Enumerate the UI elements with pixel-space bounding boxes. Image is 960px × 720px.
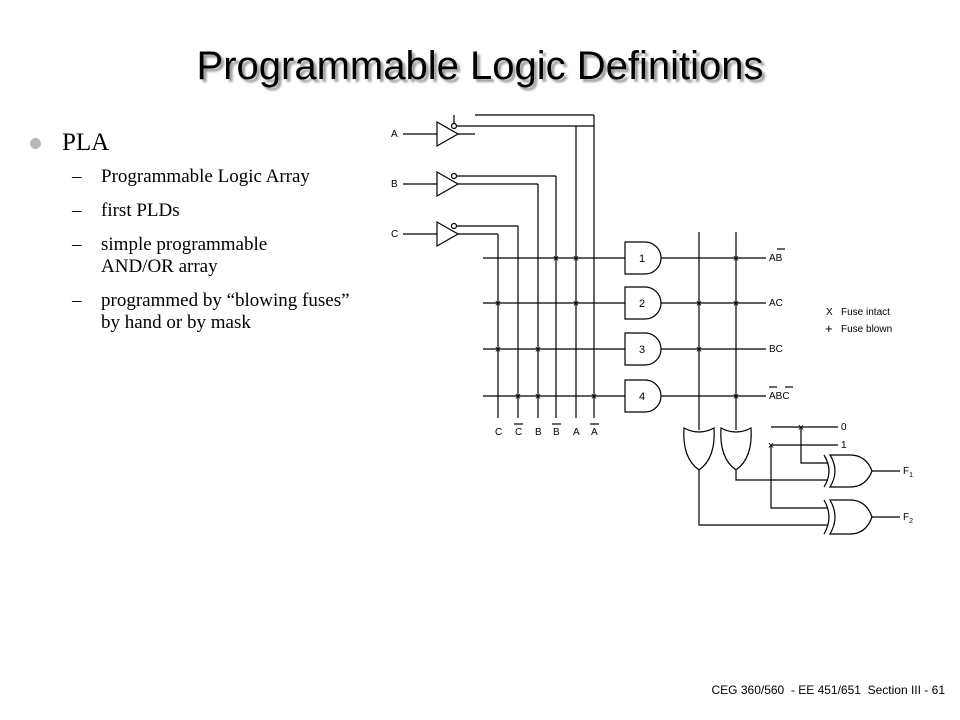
input-label-a: A xyxy=(391,129,398,140)
and-gate-3: 3 xyxy=(624,332,662,366)
xor-control-lines: 0 1 xyxy=(770,422,847,509)
or-plane-columns xyxy=(698,232,737,430)
sub-bullet-text: Programmable Logic Array xyxy=(101,166,310,187)
input-b: B xyxy=(391,179,437,190)
input-column-lines xyxy=(497,115,595,418)
buffer-inverter-a xyxy=(436,114,594,148)
and-gate-2: 2 xyxy=(624,286,662,320)
fuse-intact-icon: × xyxy=(768,440,774,452)
sub-bullet-text: first PLDs xyxy=(101,200,180,221)
term-label-3: BC xyxy=(769,344,783,355)
and-gate-number: 2 xyxy=(639,298,645,310)
and-gate-4: 4 xyxy=(624,379,662,413)
bullet-pla: PLA xyxy=(28,128,388,158)
fuse-intact-icon: × xyxy=(733,253,739,265)
fuse-blown-legend-text: Fuse blown xyxy=(841,324,892,335)
slide-footer: CEG 360/560 - EE 451/651 Section III - 6… xyxy=(711,683,945,697)
sub-bullet-text: programmed by “blowing fuses” by hand or… xyxy=(101,290,350,333)
column-label-a-bar: A xyxy=(591,427,598,438)
sub-bullet-text: simple programmable AND/OR array xyxy=(101,234,268,277)
fuse-intact-icon: × xyxy=(696,344,702,356)
fuse-intact-icon: × xyxy=(553,253,559,265)
or-gate-2 xyxy=(720,427,752,471)
fuse-legend: X Fuse intact + Fuse blown xyxy=(825,307,892,336)
control-label-0: 0 xyxy=(841,422,847,433)
fuse-intact-icon: × xyxy=(573,253,579,265)
fuse-intact-marks: × × × × × × × × × × × × × × × × xyxy=(495,253,804,452)
column-label-b: B xyxy=(535,427,542,438)
xor-gate-1 xyxy=(823,454,900,488)
fuse-intact-icon: × xyxy=(696,298,702,310)
input-label-b: B xyxy=(391,179,398,190)
output-label-f1: F1 xyxy=(903,466,913,479)
sub-bullet: –Programmable Logic Array xyxy=(72,166,310,187)
and-gate-number: 1 xyxy=(639,253,645,265)
or-to-xor-wires xyxy=(698,470,828,526)
sub-bullet: –first PLDs xyxy=(72,200,180,221)
fuse-intact-icon: × xyxy=(495,344,501,356)
or-gate-1 xyxy=(683,427,715,471)
output-label-f2: F2 xyxy=(903,512,913,525)
term-label-2: AC xyxy=(769,298,783,309)
sub-bullet: –programmed by “blowing fuses” by hand o… xyxy=(72,290,350,333)
fuse-intact-icon: × xyxy=(573,298,579,310)
fuse-intact-icon: × xyxy=(535,391,541,403)
term-label-overbars xyxy=(769,248,793,388)
input-a: A xyxy=(391,129,437,140)
term-label-4: ABC xyxy=(769,391,790,402)
bullet-list: PLA –Programmable Logic Array –first PLD… xyxy=(28,128,388,346)
fuse-intact-icon: × xyxy=(591,391,597,403)
buffer-inverter-c xyxy=(436,220,518,248)
bullet-text: PLA xyxy=(62,129,110,156)
fuse-intact-icon: × xyxy=(798,422,804,434)
and-gate-number: 4 xyxy=(639,391,645,403)
column-label-c: C xyxy=(495,427,502,438)
column-labels: C C B B A A xyxy=(495,427,598,438)
fuse-intact-legend-icon: X xyxy=(826,307,833,318)
fuse-intact-icon: × xyxy=(495,298,501,310)
input-c: C xyxy=(391,229,437,240)
column-label-c-bar: C xyxy=(515,427,522,438)
column-label-a: A xyxy=(573,427,580,438)
column-label-b-bar: B xyxy=(553,427,560,438)
fuse-intact-legend-text: Fuse intact xyxy=(841,307,890,318)
fuse-intact-icon: × xyxy=(733,391,739,403)
sub-bullet: –simple programmable AND/OR array xyxy=(72,234,268,277)
buffer-inverter-b xyxy=(436,170,556,198)
and-gate-1: 1 xyxy=(624,241,662,275)
and-output-lines xyxy=(661,257,766,397)
output-labels: F1 F2 xyxy=(903,466,913,525)
input-label-c: C xyxy=(391,229,398,240)
bullet-dot-icon xyxy=(30,138,41,149)
fuse-intact-icon: × xyxy=(733,298,739,310)
slide-title: Programmable Logic Definitions xyxy=(196,44,764,88)
fuse-intact-icon: × xyxy=(515,391,521,403)
product-term-lines xyxy=(483,257,625,397)
fuse-blown-legend-icon: + xyxy=(825,321,833,336)
and-gate-number: 3 xyxy=(639,344,645,356)
fuse-intact-icon: × xyxy=(535,344,541,356)
term-label-1: AB xyxy=(769,253,783,264)
control-label-1: 1 xyxy=(841,440,847,451)
product-term-labels: AB AC BC ABC xyxy=(769,253,790,402)
xor-gate-2 xyxy=(823,499,900,535)
sub-bullet-list: –Programmable Logic Array –first PLDs –s… xyxy=(28,166,388,334)
